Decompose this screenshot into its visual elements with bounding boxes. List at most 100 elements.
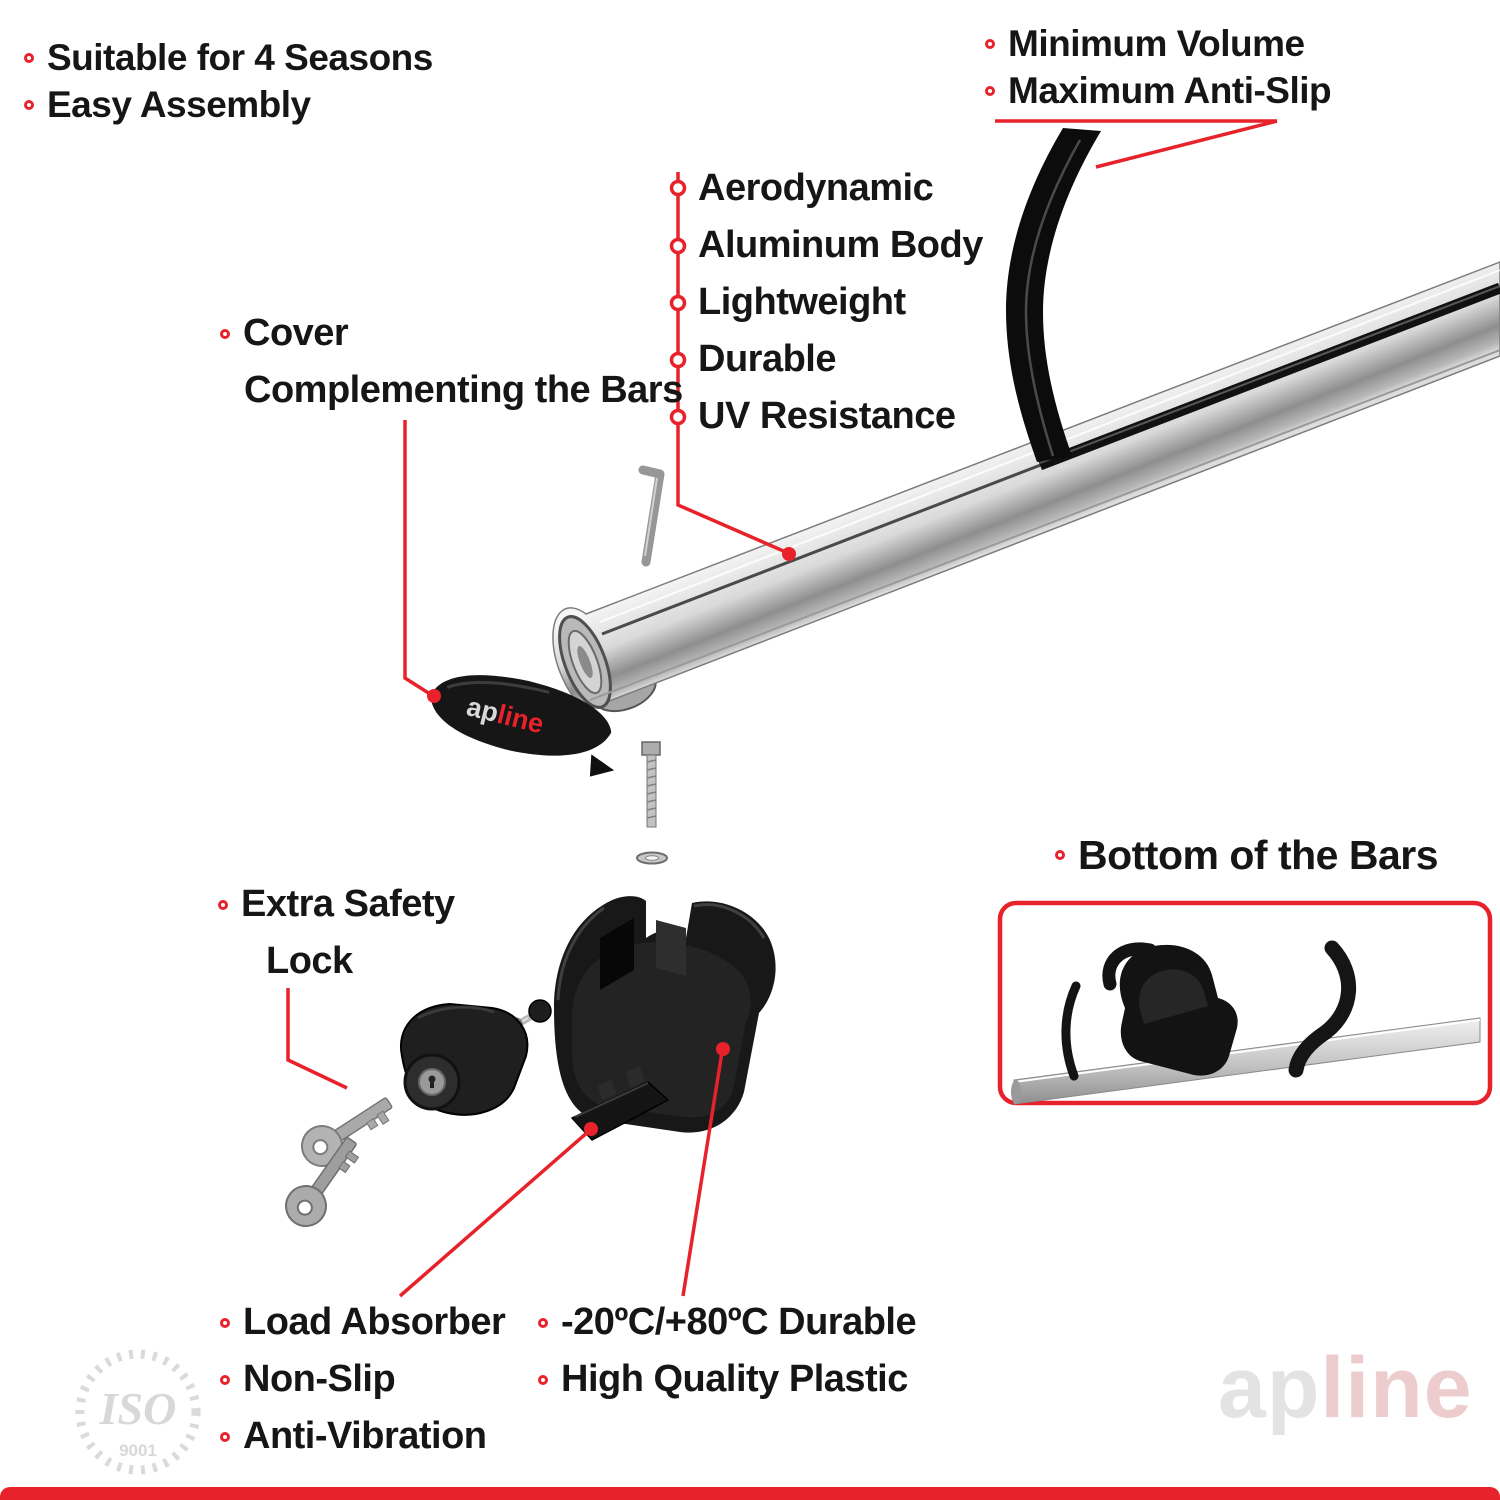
callout-dot-bar [782,547,796,561]
bullet-icon [538,1374,548,1385]
callout-line1: Cover [220,305,683,362]
bullet-icon [220,1431,230,1442]
callout-label: Lock [266,940,353,982]
feature-label: Load Absorber [243,1301,506,1343]
callout-line-lock [286,988,348,1090]
callout-dot-cover [427,689,441,703]
bottom-panel-title: Bottom of the Bars [1055,831,1439,878]
lock-callout: Extra Safety Lock [218,876,455,990]
feature-label: Aluminum Body [698,224,983,266]
callout-dot-pad [584,1122,598,1136]
bullet-icon [24,52,34,63]
bullet-icon [24,99,34,110]
list-item: Maximum Anti-Slip [985,67,1332,114]
rubber-strip-highlight [1024,139,1082,457]
bullet-icon [669,237,687,255]
panel-strap [1288,940,1357,1078]
cover-highlight [446,680,550,694]
panel-title-label: Bottom of the Bars [1078,831,1439,878]
feature-label: Minimum Volume [1008,22,1305,64]
callout-label: Extra Safety [241,883,455,925]
watermark-line: line [1320,1340,1473,1436]
feature-label: Suitable for 4 Seasons [47,36,433,78]
bullet-icon [669,408,687,426]
callout-line2: Complementing the Bars [220,362,683,419]
bullet-icon [669,294,687,312]
callout-label: Complementing the Bars [244,369,683,411]
allen-key-icon [638,465,665,567]
bottom-of-bars-panel [997,900,1493,1106]
bottom-accent-bar [0,1487,1500,1500]
watermark-ap: ap [1218,1340,1321,1436]
bullet-icon [1055,850,1065,860]
list-item: Minimum Volume [985,20,1331,67]
feature-label: -20ºC/+80ºC Durable [561,1301,917,1343]
callout-line-temperature [681,1051,724,1297]
feature-label: High Quality Plastic [561,1358,908,1400]
list-item: Suitable for 4 Seasons [24,34,433,81]
list-item: Non-Slip [220,1351,505,1408]
keys-icon [285,1097,393,1227]
lock-pin-knob [528,999,552,1023]
list-item: Anti-Vibration [220,1408,505,1465]
list-item: Bottom of the Bars [1055,831,1439,878]
panel-bar-end [1011,1080,1021,1104]
bullet-icon [669,351,687,369]
feature-label: Easy Assembly [47,83,311,125]
bullet-icon [220,1317,230,1328]
feature-list-top-right: Minimum Volume Maximum Anti-Slip [985,20,1332,114]
bullet-icon [220,1374,230,1385]
brand-watermark: apline [1218,1345,1473,1431]
cover-illustration: apline [430,675,615,777]
list-item: Aluminum Body [698,217,983,274]
feature-label: Anti-Vibration [243,1415,487,1457]
bullet-icon [985,85,995,96]
list-item: UV Resistance [698,388,983,445]
callout-line2: Lock [218,933,455,990]
iso-wreath-icon [75,1349,201,1475]
strip-center-line [1039,285,1500,464]
iso-number: 9001 [119,1441,157,1460]
callout-line-load-absorber [398,1129,591,1298]
panel-bar-highlight [1013,1019,1481,1083]
list-item: Aerodynamic [698,160,983,217]
bar-feature-bullets [669,179,687,426]
bullet-icon [669,179,687,197]
callout-markers [427,179,796,1136]
bullet-icon [985,38,995,49]
callout-line-cover [403,420,431,696]
bar-feature-list: Aerodynamic Aluminum Body Lightweight Du… [698,160,983,445]
cover-tab [589,754,615,777]
iso-label: ISO [99,1383,177,1434]
lock-keyhole-slot [430,1079,434,1088]
callout-line-bar-features [676,172,789,555]
bullet-icon [218,899,228,910]
list-item: Load Absorber [220,1294,506,1351]
foot-slot-left [600,918,634,990]
iso-9001-badge: ISO 9001 [75,1349,201,1475]
foot-edge-right [693,903,766,939]
cover-callout: Cover Complementing the Bars [220,305,683,419]
callout-dot-foot [716,1042,730,1056]
feature-label: Non-Slip [243,1358,396,1400]
callout-label: Cover [243,312,349,354]
feature-label: Aerodynamic [698,167,934,209]
panel-clamp-hook [1102,942,1157,991]
bullet-icon [538,1317,548,1328]
feature-list-bottom-left: Load Absorber Non-Slip Anti-Vibration [220,1294,506,1465]
callout-lines [286,119,1278,1298]
bullet-icon [220,328,230,339]
cover-logo-ap: ap [464,691,502,728]
bar-bottom-shade [589,349,1500,701]
callout-line1: Extra Safety [218,876,455,933]
list-item: Durable [698,331,983,388]
rubber-strip-illustration [1006,128,1101,462]
feature-label: UV Resistance [698,395,956,437]
foot-slot-right [656,920,686,976]
foot-face [572,942,751,1118]
bolt-icon [641,741,661,828]
lock-ridge [417,1005,495,1020]
panel-clamp-face [1139,969,1208,1024]
